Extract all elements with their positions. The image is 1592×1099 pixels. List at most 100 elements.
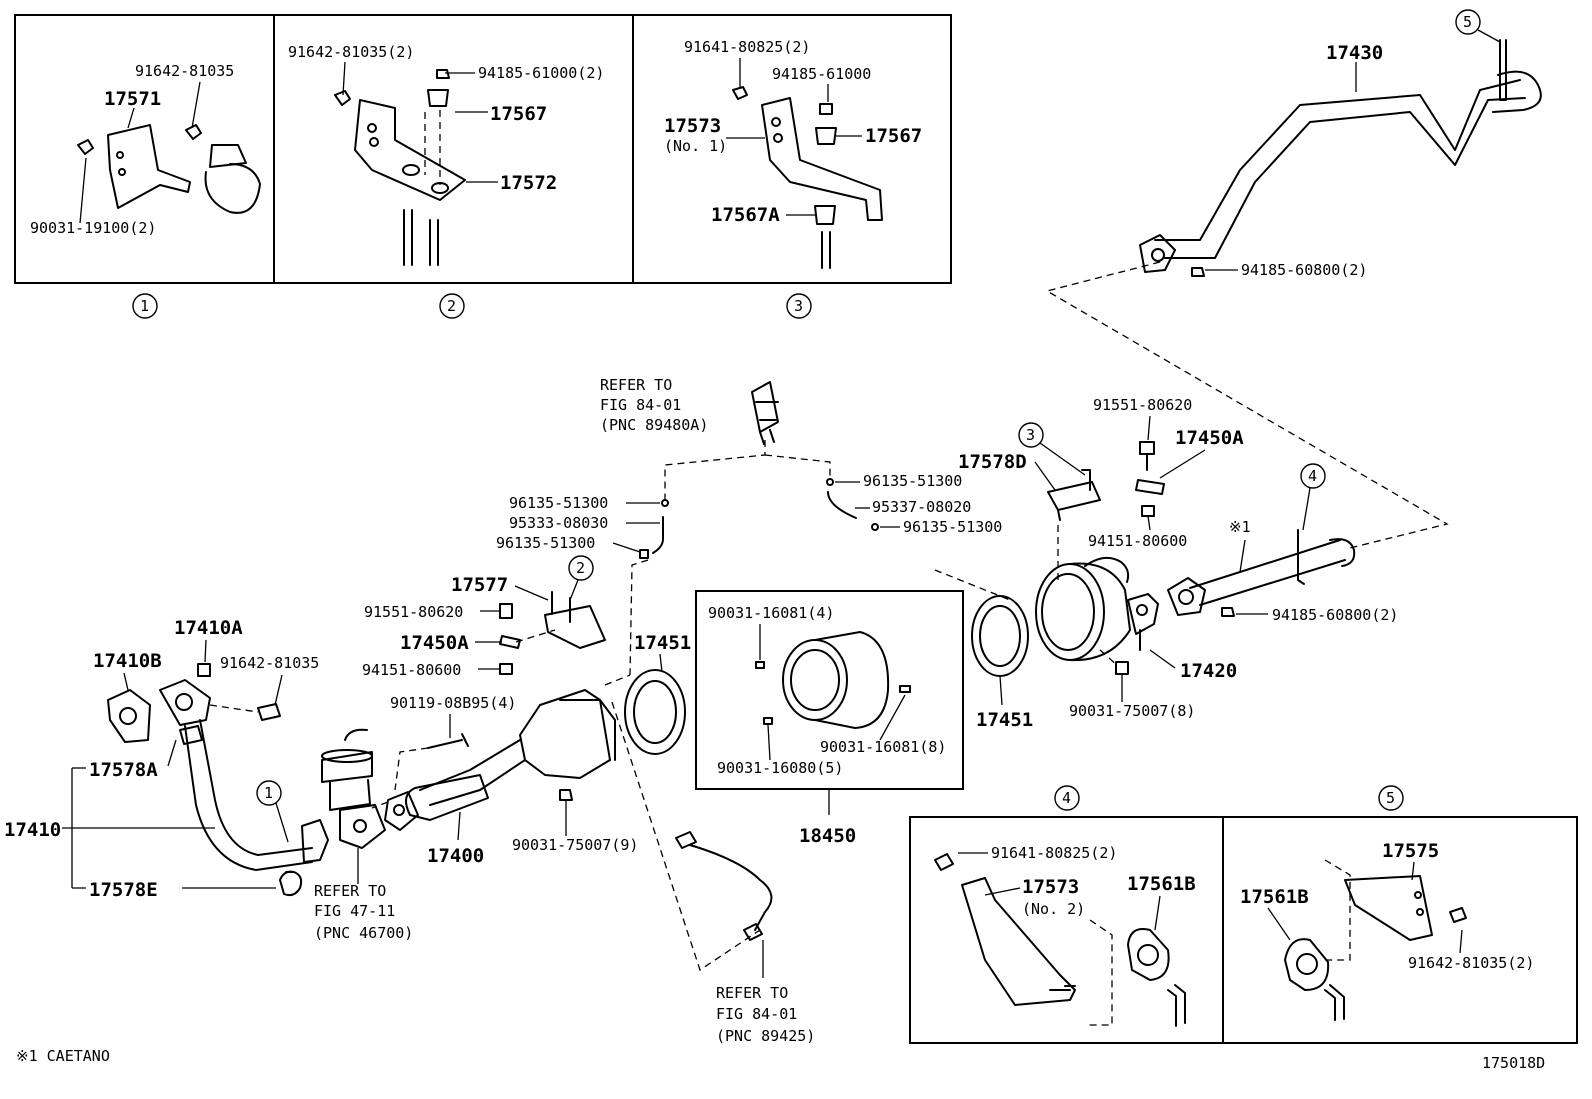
label-91641-80825-2: 91641-80825(2) [684,38,810,56]
refer-fig-84-01-a: REFER TO FIG 84-01 (PNC 89480A) [600,376,831,500]
callout-2-main-circle [568,555,594,581]
label-17410A: 17410A [174,617,243,639]
figure-id: 175018D [1482,1054,1545,1072]
front-pipe-assembly-left: 17410A 17410B 91642-81035 17578A 1 17410… [4,617,389,901]
callout-1-main-number: 1 [264,784,273,802]
callout-4-main-number: 4 [1308,467,1317,485]
label-17567: 17567 [490,103,547,125]
label-17573-no2: 17573 [1022,876,1079,898]
label-17567-box3: 17567 [865,125,922,147]
callout-5-number-top: 5 [1463,13,1472,31]
refer-fig-84-01-b: REFER TO FIG 84-01 (PNC 89425) [716,984,815,1045]
callout-1-main-circle [256,780,282,806]
label-90031-75007-8: 90031-75007(8) [1069,702,1195,720]
vacuum-hoses: 96135-51300 95333-08030 96135-51300 9613… [496,472,1002,676]
refer3-line2: FIG 84-01 [716,1005,797,1023]
refer3-line3: (PNC 89425) [716,1027,815,1045]
callout-5-number: 5 [1386,789,1395,807]
label-17578A: 17578A [89,759,158,781]
label-96135-51300-d: 96135-51300 [903,518,1002,536]
callout-3-circle [786,293,812,319]
callout-3-main-circle [1018,422,1044,448]
label-17575: 17575 [1382,840,1439,862]
label-17578E: 17578E [89,879,158,901]
label-17578D: 17578D [958,451,1027,473]
callout-2-number: 2 [447,297,456,315]
callout-2-circle [439,293,465,319]
refer2-line1: REFER TO [314,882,386,900]
tail-pipe-17430: 5 17430 94185-60800(2) [1139,9,1542,279]
label-91642-81035: 91642-81035 [135,62,234,80]
label-90119-08B95: 90119-08B95(4) [390,694,516,712]
refer-fig-47-11: REFER TO FIG 47-11 (PNC 46700) [314,848,413,942]
inset-box-4: 4 91641-80825(2) 17573 (No. 2) 17561B [934,785,1196,1027]
callout-2-main-number: 2 [576,559,585,577]
label-91551-80620-r: 91551-80620 [1093,396,1192,414]
label-91642-81035-l: 91642-81035 [220,654,319,672]
label-94185-60800-r: 94185-60800(2) [1272,606,1398,624]
heat-insulator-box-18450: 90031-16081(4) 90031-16081(8) 90031-1608… [695,590,964,847]
label-91642-81035-2: 91642-81035(2) [288,43,414,61]
callout-3-main-number: 3 [1026,426,1035,444]
label-94185-60800-top: 94185-60800(2) [1241,261,1367,279]
footer-note: ※1 CAETANO [16,1047,110,1065]
refer1-line1: REFER TO [600,376,672,394]
refer1-line2: FIG 84-01 [600,396,681,414]
callout-4-main-circle [1300,463,1326,489]
label-no2: (No. 2) [1022,900,1085,918]
callout-1-number: 1 [140,297,149,315]
inset-panel-top [14,14,952,284]
label-96135-51300-c: 96135-51300 [863,472,962,490]
label-17561B-box4: 17561B [1127,873,1196,895]
label-94185-61000-2: 94185-61000(2) [478,64,604,82]
label-17573: 17573 [664,115,721,137]
converter-assembly-middle: 17577 2 91551-80620 17450A 94151-80600 1… [362,555,773,978]
label-95337-08020: 95337-08020 [872,498,971,516]
label-90031-16080-5: 90031-16080(5) [717,759,843,777]
inset-panel-bottom [909,816,1578,1044]
callout-5-circle [1378,785,1404,811]
label-17410B: 17410B [93,650,162,672]
muffler-assembly-right: 91551-80620 17450A 17578D 3 94151-80600 … [934,396,1398,731]
label-17420: 17420 [1180,660,1237,682]
label-90031-16081-8: 90031-16081(8) [820,738,946,756]
inset-box-2: 91642-81035(2) 94185-61000(2) 17567 1757… [288,43,604,319]
label-95333-08030: 95333-08030 [509,514,608,532]
label-17571: 17571 [104,88,161,110]
label-17561B-box5: 17561B [1240,886,1309,908]
label-94185-61000: 94185-61000 [772,65,871,83]
label-17450A-l: 17450A [400,632,469,654]
label-17451-l: 17451 [634,632,691,654]
inset-box-1: 91642-81035 17571 90031-19100(2) 1 [30,62,261,319]
refer2-line2: FIG 47-11 [314,902,395,920]
inset-box-3: 91641-80825(2) 94185-61000 17573 (No. 1)… [664,38,922,319]
callout-3-number: 3 [794,297,803,315]
label-90031-16081-4: 90031-16081(4) [708,604,834,622]
label-17567A: 17567A [711,204,780,226]
label-17572: 17572 [500,172,557,194]
label-17451-r: 17451 [976,709,1033,731]
label-96135-51300-a: 96135-51300 [509,494,608,512]
label-90031-75007-9: 90031-75007(9) [512,836,638,854]
label-94151-80600-r: 94151-80600 [1088,532,1187,550]
label-96135-51300-b: 96135-51300 [496,534,595,552]
label-18450: 18450 [799,825,856,847]
label-91641-80825-2-b: 91641-80825(2) [991,844,1117,862]
label-17410: 17410 [4,819,61,841]
callout-4-number: 4 [1062,789,1071,807]
label-no1: (No. 1) [664,137,727,155]
label-17577: 17577 [451,574,508,596]
callout-4-circle [1054,785,1080,811]
label-91642-81035-2-b: 91642-81035(2) [1408,954,1534,972]
label-91551-80620-l: 91551-80620 [364,603,463,621]
label-17430: 17430 [1326,42,1383,64]
label-star1: ※1 [1229,518,1251,536]
callout-5-circle-top [1455,9,1481,35]
label-94151-80600-l: 94151-80600 [362,661,461,679]
inset-box-5: 5 17575 17561B 91642-81035(2) [1240,785,1534,1021]
label-17450A-r: 17450A [1175,427,1244,449]
callout-1-circle [132,293,158,319]
refer3-line1: REFER TO [716,984,788,1002]
label-90031-19100: 90031-19100(2) [30,219,156,237]
